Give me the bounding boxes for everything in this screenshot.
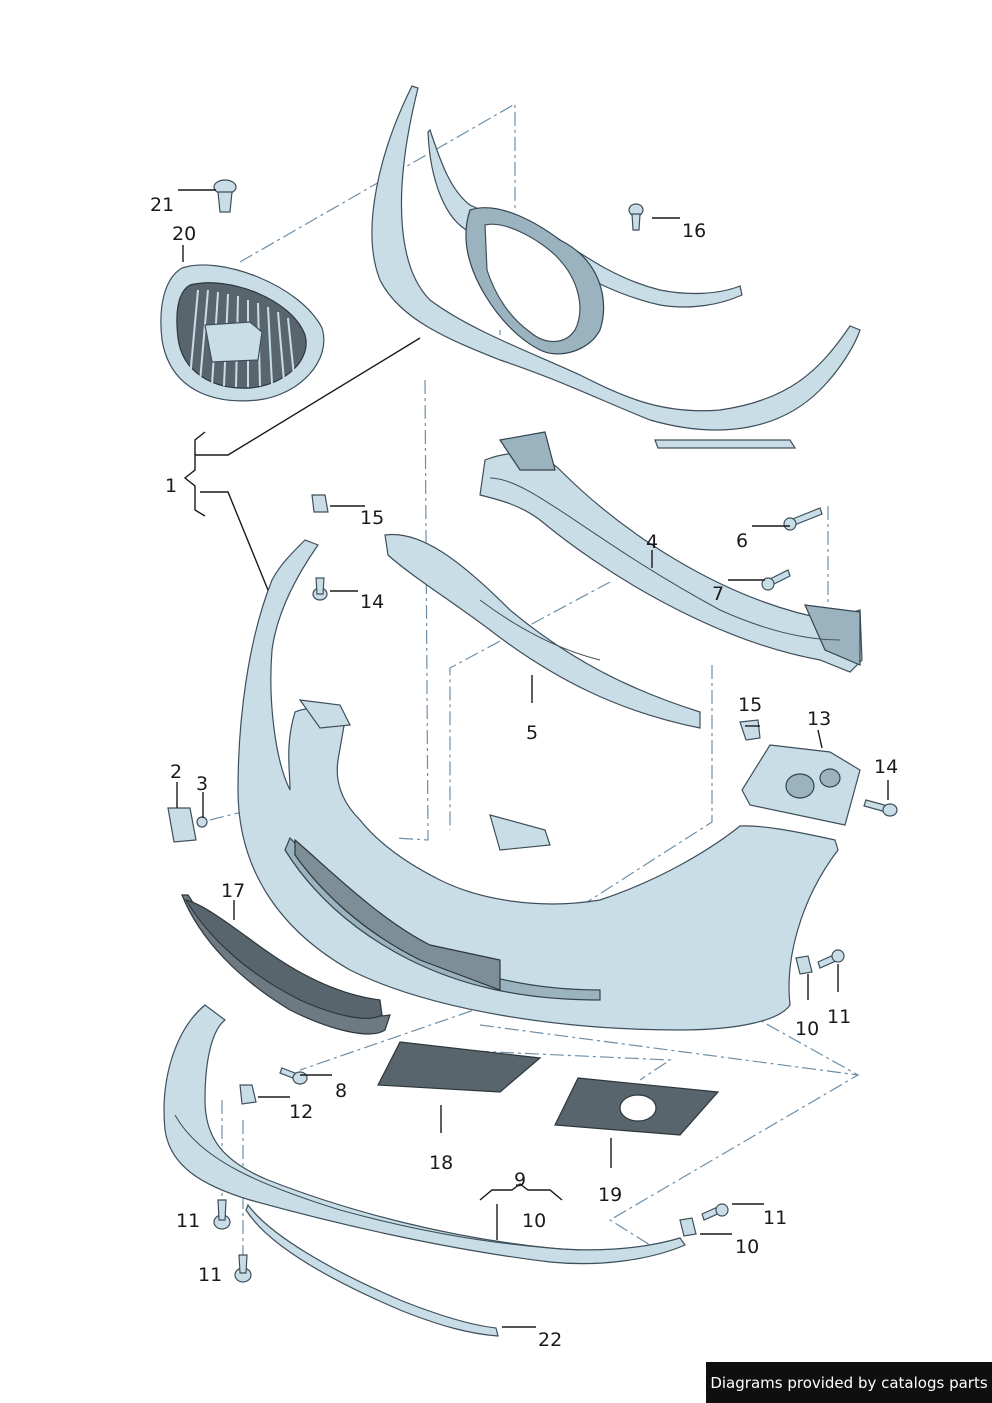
callout-13: 13 [807,708,831,730]
bumper-cover [237,539,839,1031]
fog-grille-19 [554,1077,720,1136]
clip-15-left [311,494,329,513]
leader-lines [176,189,889,1328]
side-bracket-13 [741,744,861,826]
bolt-11-left-a [213,1199,231,1230]
clip-3 [196,816,208,828]
nut-10-upper [795,955,813,975]
nut-10-lower [679,1217,697,1237]
callout-17: 17 [221,880,245,902]
bolt-6 [783,507,823,531]
callout-21: 21 [150,194,174,216]
callout-10-lower: 10 [735,1236,759,1258]
callout-1: 1 [165,475,177,497]
trim-strip-22 [245,1203,499,1337]
clip-21 [213,179,237,213]
bolt-7 [761,569,791,591]
energy-absorber [384,533,701,729]
callout-15-right: 15 [738,694,762,716]
callout-labels: 21 20 16 1 15 4 6 14 7 5 15 13 14 2 3 17… [150,194,898,1351]
screw-16 [628,203,644,231]
callout-8: 8 [335,1080,347,1102]
callout-22: 22 [538,1329,562,1351]
callout-18: 18 [429,1152,453,1174]
lower-grille-17 [181,894,391,1035]
clip-12 [239,1084,257,1105]
credit-banner: Diagrams provided by catalogs parts [706,1362,992,1403]
callout-4: 4 [646,531,658,553]
cap-2 [167,807,197,843]
callout-10-upper: 10 [795,1018,819,1040]
front-spoiler [163,1004,686,1265]
callout-7: 7 [712,583,724,605]
bolt-14-right [863,799,898,817]
callout-11-upper: 11 [827,1006,851,1028]
callout-11-lower-right: 11 [763,1207,787,1229]
callout-2: 2 [170,761,182,783]
callout-20: 20 [172,223,196,245]
callout-19: 19 [598,1184,622,1206]
callout-9: 9 [514,1169,526,1191]
grille-18 [377,1041,542,1093]
bolt-11-upper [817,949,845,969]
callout-11-left-b: 11 [198,1264,222,1286]
bolt-14-left [312,577,328,601]
callout-11-left-a: 11 [176,1210,200,1232]
bumper-carrier [371,85,861,449]
callout-12: 12 [289,1101,313,1123]
callout-6: 6 [736,530,748,552]
screw-8 [279,1067,308,1085]
callout-5: 5 [526,722,538,744]
callout-10-spoiler: 10 [522,1210,546,1232]
clip-15-right [739,719,761,741]
radiator-grille [160,264,325,402]
impact-bar [479,431,863,673]
callout-14-right: 14 [874,756,898,778]
callout-15-left: 15 [360,507,384,529]
bolt-11-lower-right [701,1203,729,1221]
bolt-11-left-b [234,1254,252,1283]
callout-16: 16 [682,220,706,242]
callout-14-left: 14 [360,591,384,613]
callout-3: 3 [196,773,208,795]
